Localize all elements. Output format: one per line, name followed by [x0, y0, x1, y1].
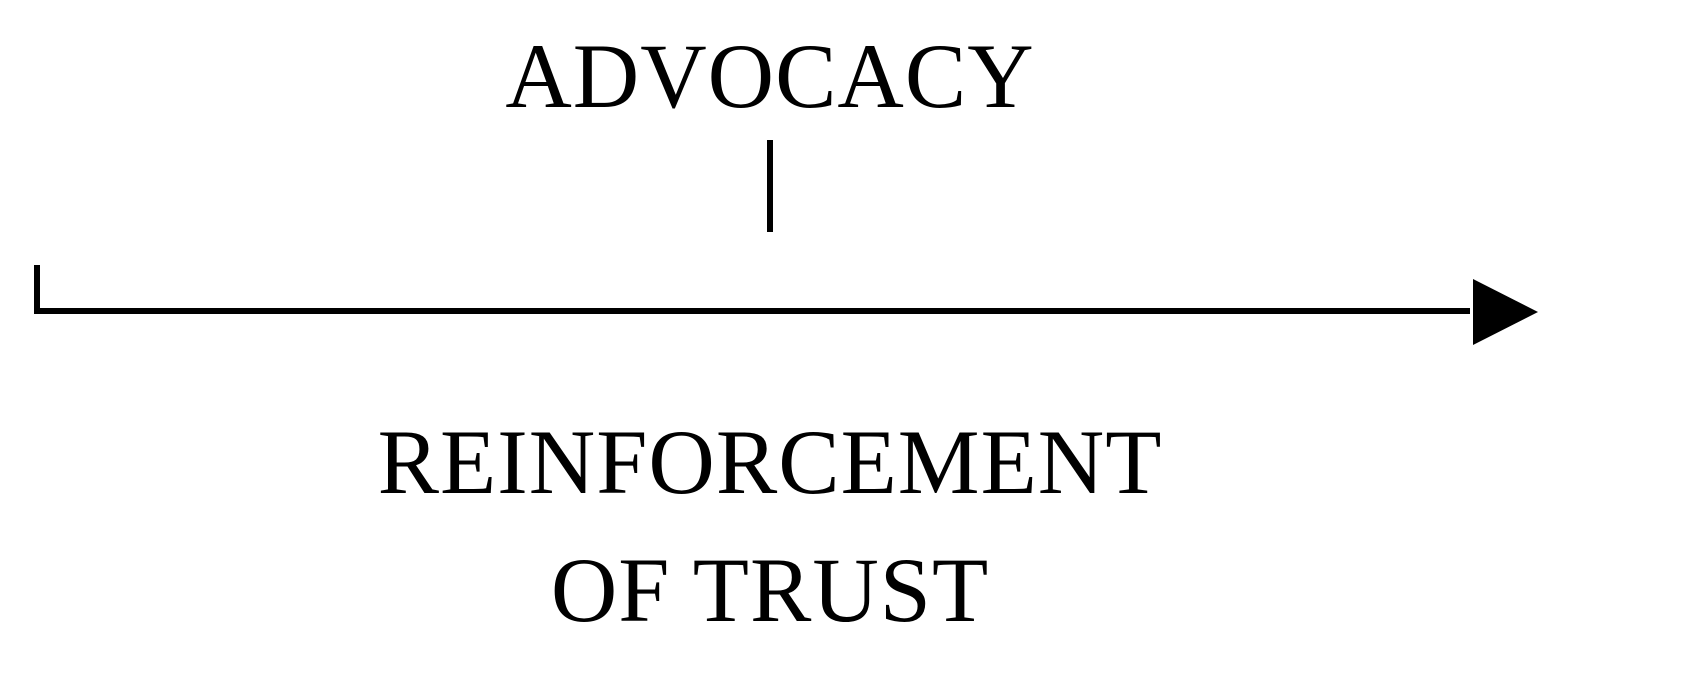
- advocacy-label: ADVOCACY: [505, 25, 1035, 127]
- reinforcement-label-line2: OF TRUST: [550, 539, 990, 641]
- reinforcement-label-line1: REINFORCEMENT: [377, 411, 1163, 513]
- reinforcement-of-trust-label: REINFORCEMENT OF TRUST: [0, 398, 1540, 654]
- axis-arrowhead: [1473, 279, 1538, 345]
